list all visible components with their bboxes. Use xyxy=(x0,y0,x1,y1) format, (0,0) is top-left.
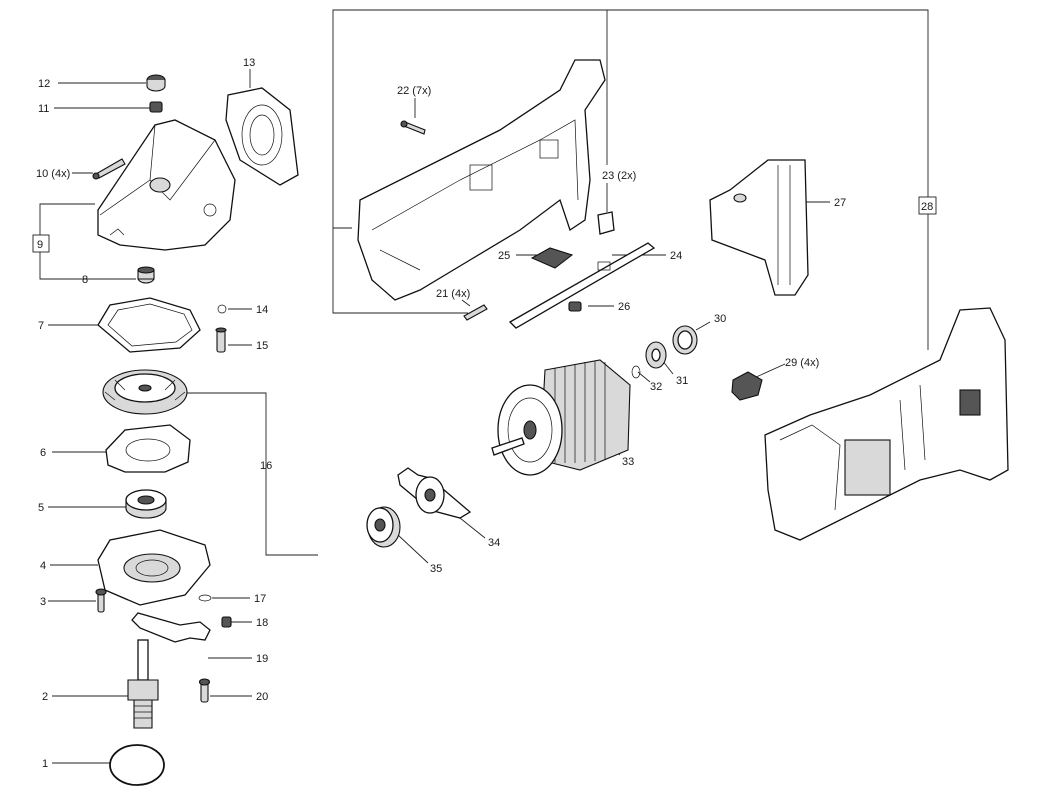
callout-label-6: 6 xyxy=(40,447,46,459)
callout-label-3: 3 xyxy=(40,596,46,608)
callout-label-7: 7 xyxy=(38,320,44,332)
part-7-gasket xyxy=(97,297,201,353)
callout-label-10: 10 (4x) xyxy=(36,168,70,180)
part-5-bearing xyxy=(125,489,167,519)
callout-label-5: 5 xyxy=(38,502,44,514)
callout-label-20: 20 xyxy=(256,691,268,703)
callout-label-16: 16 xyxy=(260,460,272,472)
part-23-block xyxy=(597,211,615,235)
part-29-terminal xyxy=(731,371,763,401)
part-22-screw xyxy=(400,120,426,135)
callout-label-29: 29 (4x) xyxy=(785,357,819,369)
part-35-bearing xyxy=(366,506,401,548)
callout-label-33: 33 xyxy=(622,456,634,468)
part-16-bevel-gear xyxy=(102,369,188,415)
part-13-flange xyxy=(225,87,299,186)
callout-label-35: 35 xyxy=(430,563,442,575)
callout-label-19: 19 xyxy=(256,653,268,665)
part-4-housing xyxy=(97,529,211,606)
part-1-o-ring xyxy=(109,744,165,786)
callout-label-13: 13 xyxy=(243,57,255,69)
part-2-spindle xyxy=(127,639,159,729)
part-10-screw xyxy=(92,158,126,180)
part-24-slider xyxy=(508,242,656,329)
callout-label-21: 21 (4x) xyxy=(436,288,470,300)
part-30-sleeve xyxy=(672,325,698,355)
leader-lines xyxy=(39,9,929,764)
callout-label-34: 34 xyxy=(488,537,500,549)
callout-label-15: 15 xyxy=(256,340,268,352)
part-8-bushing xyxy=(137,266,155,284)
part-19-lever xyxy=(131,612,211,643)
part-34-bracket xyxy=(397,467,472,519)
callout-label-11: 11 xyxy=(38,103,49,115)
part-26-spring xyxy=(568,301,582,312)
callout-label-1: 1 xyxy=(42,758,48,770)
callout-label-4: 4 xyxy=(40,560,46,572)
part-9-gear-cover xyxy=(97,119,236,251)
callout-label-14: 14 xyxy=(256,304,268,316)
part-20-screw xyxy=(198,678,211,703)
part-33-motor xyxy=(491,359,631,476)
part-28-housing-half xyxy=(357,59,606,301)
callout-label-2: 2 xyxy=(42,691,48,703)
callout-label-22: 22 (7x) xyxy=(397,85,431,97)
callout-label-9: 9 xyxy=(37,239,43,251)
part-3-screw xyxy=(95,588,107,613)
part-31-bearing xyxy=(645,341,667,369)
callout-labels: 12 11 10 (4x) 13 9 8 7 14 15 16 6 5 4 3 … xyxy=(36,57,933,770)
callout-label-26: 26 xyxy=(618,301,630,313)
callout-label-27: 27 xyxy=(834,197,846,209)
callout-label-32: 32 xyxy=(650,381,662,393)
part-18-spring xyxy=(221,616,232,628)
callout-box-28 xyxy=(918,196,937,215)
part-27-switch xyxy=(709,159,809,296)
part-25-button xyxy=(530,247,574,269)
callout-label-24: 24 xyxy=(670,250,682,262)
callout-label-28: 28 xyxy=(921,201,933,213)
callout-label-25: 25 xyxy=(498,250,510,262)
callout-1-label-12: 12 xyxy=(38,78,50,90)
part-12-cap xyxy=(146,74,166,92)
part-14-clip xyxy=(217,304,227,314)
part-21-pin xyxy=(463,304,488,321)
callout-label-30: 30 xyxy=(714,313,726,325)
part-28-outer-housing xyxy=(764,307,1009,541)
callout-label-17: 17 xyxy=(254,593,266,605)
callout-label-31: 31 xyxy=(676,375,688,387)
part-6-plate xyxy=(105,424,191,473)
callout-label-18: 18 xyxy=(256,617,268,629)
callout-label-23: 23 (2x) xyxy=(602,170,636,182)
part-17-washer xyxy=(198,594,212,602)
part-11-nut xyxy=(149,101,163,113)
part-15-pin xyxy=(215,327,227,353)
callout-label-8: 8 xyxy=(82,274,88,286)
callout-box-9 xyxy=(32,234,50,253)
part-32-clip xyxy=(631,365,641,379)
